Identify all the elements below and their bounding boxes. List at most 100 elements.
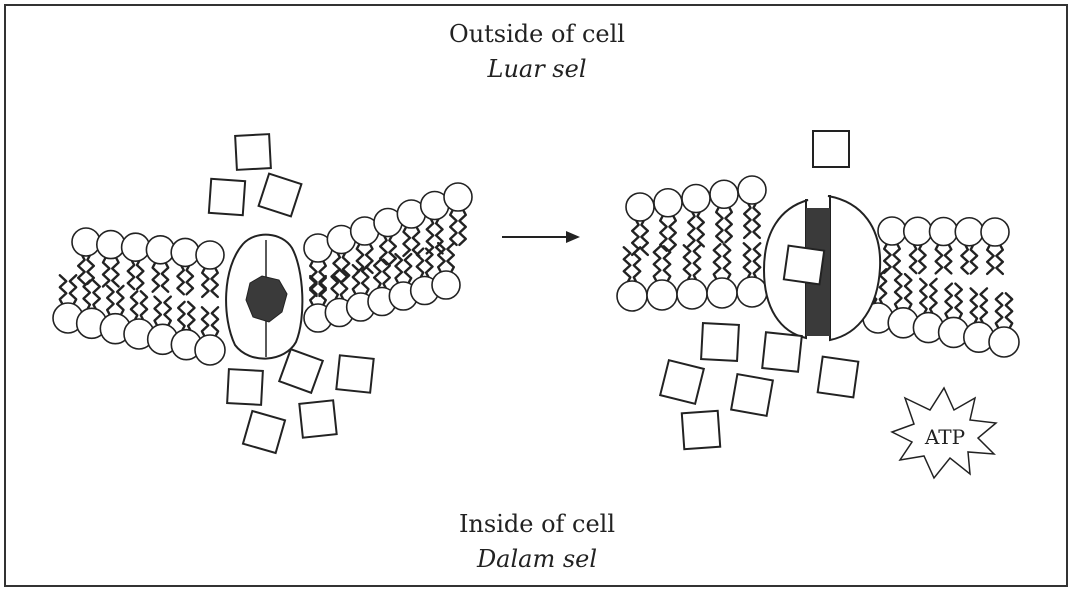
lipid-tail bbox=[103, 257, 109, 287]
lipid-tail bbox=[178, 302, 184, 332]
inside-cell-label: Inside of cell bbox=[0, 510, 1074, 538]
lipid-tail bbox=[987, 244, 993, 274]
lipid-tail bbox=[366, 243, 372, 273]
square-molecule-icon bbox=[731, 374, 773, 416]
phospholipid-head bbox=[171, 238, 199, 266]
phospholipid-head bbox=[195, 335, 225, 365]
lipid-tail bbox=[87, 254, 93, 284]
lipid-tail bbox=[714, 244, 721, 280]
lipid-tail bbox=[697, 210, 703, 246]
phospholipid-head bbox=[981, 218, 1009, 246]
lipid-tail bbox=[996, 293, 1003, 329]
lipid-tail bbox=[919, 243, 925, 273]
lipid-tail bbox=[374, 260, 380, 290]
lipid-tail bbox=[880, 269, 886, 305]
transported-molecule bbox=[784, 246, 824, 285]
lipid-tail bbox=[438, 243, 444, 273]
lipid-tail bbox=[684, 245, 691, 281]
atp-starburst-icon: ATP bbox=[892, 388, 996, 478]
lipid-tail bbox=[211, 267, 217, 297]
phospholipid-head bbox=[146, 236, 174, 264]
lipid-tail bbox=[936, 243, 942, 273]
lipid-tail bbox=[383, 260, 389, 290]
lipid-tail bbox=[971, 244, 977, 274]
phospholipid-head bbox=[122, 233, 150, 261]
square-molecule-icon bbox=[336, 355, 373, 392]
phospholipid-head bbox=[444, 183, 472, 211]
lipid-tail bbox=[447, 243, 453, 273]
molecules-right-outside bbox=[813, 131, 849, 167]
phospholipid-head bbox=[196, 241, 224, 269]
lipid-tail bbox=[996, 244, 1002, 274]
lipid-tail bbox=[753, 202, 759, 238]
phospholipid-head bbox=[647, 280, 677, 310]
lipid-tail bbox=[405, 254, 411, 284]
lipid-tail bbox=[450, 209, 456, 245]
lipid-tail bbox=[60, 275, 67, 305]
lipid-tail bbox=[945, 284, 952, 320]
lipid-tail bbox=[70, 275, 76, 305]
lipid-tail bbox=[341, 271, 347, 301]
square-molecule-icon bbox=[818, 357, 859, 398]
square-molecule-icon bbox=[235, 134, 271, 170]
square-molecule-icon bbox=[762, 332, 802, 372]
arrow-right-icon bbox=[502, 231, 580, 243]
phospholipid-head bbox=[617, 281, 647, 311]
square-molecule-icon bbox=[227, 369, 263, 405]
phospholipid-head bbox=[97, 231, 125, 259]
lipid-tail bbox=[332, 271, 338, 301]
molecules-left-inside bbox=[227, 349, 374, 453]
square-molecule-icon bbox=[813, 131, 849, 167]
lipid-tail bbox=[164, 297, 170, 327]
lipid-tail bbox=[884, 243, 890, 273]
lipid-tail bbox=[725, 206, 731, 242]
lipid-tail bbox=[202, 267, 208, 297]
lipid-tail bbox=[744, 243, 751, 279]
lipid-tail bbox=[961, 244, 967, 274]
lipid-tail bbox=[436, 217, 442, 253]
lipid-tail bbox=[353, 265, 359, 295]
lipid-tail bbox=[694, 245, 700, 281]
lipid-tail bbox=[202, 307, 208, 337]
phospholipid-head bbox=[682, 185, 710, 213]
lipid-tail bbox=[930, 279, 937, 315]
lipid-tail bbox=[981, 288, 988, 324]
atp-label: ATP bbox=[924, 425, 965, 449]
phospholipid-head bbox=[72, 228, 100, 256]
lipid-tail bbox=[188, 302, 194, 332]
lipid-tail bbox=[334, 251, 340, 281]
phospholipid-head bbox=[955, 218, 983, 246]
lipid-tail bbox=[107, 286, 113, 316]
lipid-tail bbox=[153, 262, 159, 292]
phospholipid-head bbox=[878, 217, 906, 245]
lipid-tail bbox=[905, 274, 911, 310]
phospholipid-head bbox=[626, 193, 654, 221]
lipid-tail bbox=[117, 286, 123, 316]
phospholipid-head bbox=[677, 279, 707, 309]
lipid-tail bbox=[945, 243, 951, 273]
square-molecule-icon bbox=[209, 179, 245, 215]
lipid-tail bbox=[417, 249, 423, 279]
square-molecule-icon bbox=[660, 360, 704, 404]
phospholipid-head bbox=[707, 278, 737, 308]
phospholipid-head bbox=[432, 271, 460, 299]
lipid-tail bbox=[112, 257, 118, 287]
lipid-tail bbox=[459, 209, 465, 245]
lipid-tail bbox=[84, 281, 90, 311]
lipid-tail bbox=[744, 202, 750, 238]
lipid-tail bbox=[724, 244, 730, 280]
phospholipid-head bbox=[904, 217, 932, 245]
phospholipid-head bbox=[738, 176, 766, 204]
lipid-tail bbox=[177, 264, 183, 294]
lipid-tail bbox=[971, 288, 977, 324]
lipid-tail bbox=[141, 291, 147, 321]
lipid-tail bbox=[895, 274, 902, 310]
lipid-tail bbox=[716, 206, 722, 242]
phospholipid-head bbox=[710, 180, 738, 208]
molecules-right-inside bbox=[660, 323, 858, 449]
lipid-tail bbox=[93, 281, 99, 311]
square-molecule-icon bbox=[299, 400, 336, 437]
inside-cell-label-malay: Dalam sel bbox=[0, 545, 1074, 573]
lipid-tail bbox=[155, 297, 161, 327]
